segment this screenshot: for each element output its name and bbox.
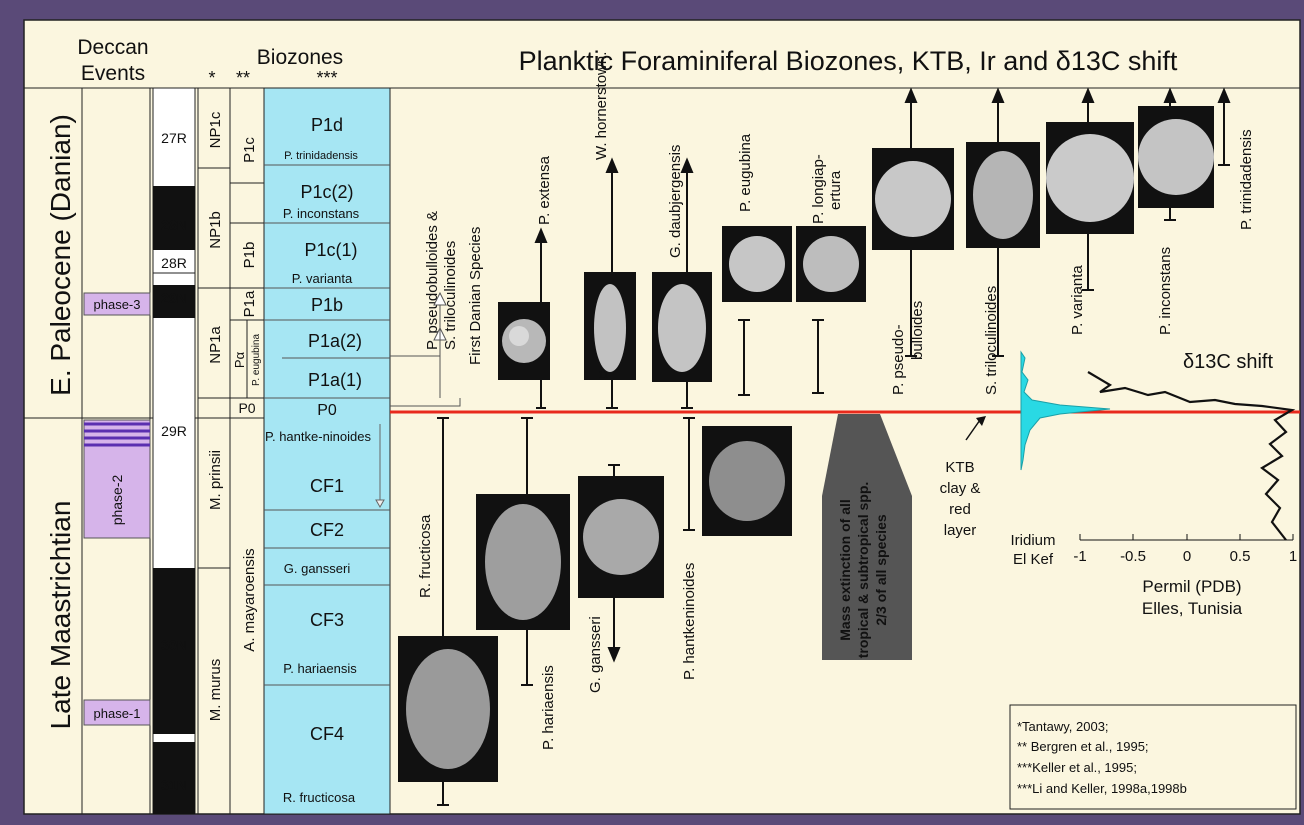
zone-cf2: CF2 — [310, 520, 344, 540]
phase-1-label: phase-1 — [94, 706, 141, 721]
p-alpha-label: Pα — [232, 351, 247, 368]
chron-28r: 28R — [161, 255, 187, 271]
zone-p1d-marker: P. trinidadensis — [284, 150, 358, 162]
zone-p1c1-marker: P. varianta — [292, 271, 353, 286]
chron-28n: 28N — [161, 217, 187, 233]
zone-p1c1: P1c(1) — [304, 240, 357, 260]
mass-extinction-3: 2/3 of all species — [873, 514, 889, 625]
chron-29n: 29N — [161, 290, 187, 306]
figure-title: Planktic Foraminiferal Biozones, KTB, Ir… — [519, 46, 1178, 76]
chron-27r: 27R — [161, 130, 187, 146]
ref-4: ***Li and Keller, 1998a,1998b — [1017, 781, 1187, 796]
species-p-varianta: P. varianta — [1069, 265, 1086, 335]
tick-05: 0.5 — [1230, 548, 1251, 565]
species-g-daubjergensis: G. daubjergensis — [667, 145, 684, 258]
species-r-fructicosa: R. fructicosa — [417, 514, 434, 598]
zone-p1b: P1b — [311, 295, 343, 315]
zone-cf3: CF3 — [310, 610, 344, 630]
mass-extinction-1: Mass extinction of all — [837, 499, 853, 641]
p0-side-label: P0 — [238, 400, 255, 416]
zone-cf1-marker: P. hantke-ninoides — [265, 429, 372, 444]
epoch-paleocene: E. Paleocene (Danian) — [45, 114, 76, 396]
zone-p1a2: P1a(2) — [308, 331, 362, 351]
zone-cf1: CF1 — [310, 476, 344, 496]
iridium-label-2: El Kef — [1013, 551, 1054, 568]
header-star-1: * — [208, 68, 215, 88]
np1b-label: NP1b — [207, 211, 224, 249]
m-murus-label: M. murus — [207, 659, 224, 722]
zone-cf4-marker: P. hariaensis — [283, 661, 357, 676]
chron-31n: 31N — [161, 777, 187, 793]
species-p-trinidadensis: P. trinidadensis — [1238, 129, 1255, 230]
mass-extinction-2: tropical & subtropical spp. — [855, 482, 871, 659]
species-p-hantkeninoides: P. hantkeninoides — [681, 563, 698, 680]
p1c-label: P1c — [241, 137, 258, 163]
iridium-label-1: Iridium — [1010, 532, 1055, 549]
species-p-longiap: P. longiap- — [810, 154, 827, 224]
first-danian-1: P. pseudobulloides & — [424, 211, 441, 350]
ktb-label-3: red — [949, 501, 971, 518]
species-p-hariaensis: P. hariaensis — [540, 665, 557, 750]
species-w-hornerstown: W. hornerstown. — [593, 52, 610, 160]
species-g-gansseri: G. gansseri — [587, 616, 604, 693]
zone-p1d: P1d — [311, 115, 343, 135]
m-prinsii-label: M. prinsii — [207, 450, 224, 510]
header-deccan-2: Events — [81, 62, 145, 85]
first-danian-3: First Danian Species — [467, 227, 484, 365]
species-bulloides: bulloides — [909, 301, 926, 360]
header-deccan-1: Deccan — [77, 36, 148, 59]
p1b-side-label: P1b — [241, 242, 258, 269]
header-biozones: Biozones — [257, 46, 343, 69]
species-p-pseudo: P. pseudo- — [890, 324, 907, 395]
zone-p1a1: P1a(1) — [308, 370, 362, 390]
zone-p0: P0 — [317, 402, 337, 419]
a-mayaroensis-label: A. mayaroensis — [241, 548, 258, 651]
chron-30n: 30N — [161, 637, 187, 653]
tick-0: 0 — [1183, 548, 1191, 565]
np1a-label: NP1a — [207, 326, 224, 364]
tick-neg05: -0.5 — [1120, 548, 1146, 565]
phase-2-label: phase-2 — [109, 474, 125, 525]
header-star-3: *** — [316, 68, 337, 88]
header-star-2: ** — [236, 68, 250, 88]
ref-3: ***Keller et al., 1995; — [1017, 760, 1137, 775]
species-p-inconstans: P. inconstans — [1157, 247, 1174, 335]
epoch-maastrichtian: Late Maastrichtian — [45, 501, 76, 730]
species-ertura: ertura — [827, 170, 844, 210]
d13c-title: δ13C shift — [1183, 351, 1274, 373]
zone-p1c2: P1c(2) — [300, 182, 353, 202]
zone-cf3-marker: G. gansseri — [284, 561, 351, 576]
tick-neg1: -1 — [1073, 548, 1086, 565]
species-s-triloculinoides: S. triloculinoides — [983, 286, 1000, 395]
magnetochron-column — [153, 88, 195, 814]
axis-label-1: Permil (PDB) — [1142, 577, 1241, 596]
ref-1: *Tantawy, 2003; — [1017, 719, 1109, 734]
ktb-label-2: clay & — [940, 480, 981, 497]
phase-3-label: phase-3 — [94, 297, 141, 312]
figure-number: 11 — [598, 370, 609, 381]
np1c-label: NP1c — [207, 111, 224, 148]
ktb-label-4: layer — [944, 522, 977, 539]
zone-p1c2-marker: P. inconstans — [283, 206, 360, 221]
first-danian-2: S. triloculinoides — [442, 241, 459, 350]
p1a-side-label: P1a — [241, 290, 258, 317]
species-p-extensa: P. extensa — [536, 155, 553, 225]
zone-cf4: CF4 — [310, 724, 344, 744]
axis-label-2: Elles, Tunisia — [1142, 599, 1243, 618]
chron-29r: 29R — [161, 423, 187, 439]
ktb-label-1: KTB — [945, 459, 974, 476]
p-eugubina-side-label: P. eugubina — [251, 334, 262, 387]
zone-bottom-marker: R. fructicosa — [283, 790, 356, 805]
ref-2: ** Bergren et al., 1995; — [1017, 739, 1149, 754]
species-p-eugubina: P. eugubina — [737, 133, 754, 212]
tick-1: 1 — [1289, 548, 1297, 565]
